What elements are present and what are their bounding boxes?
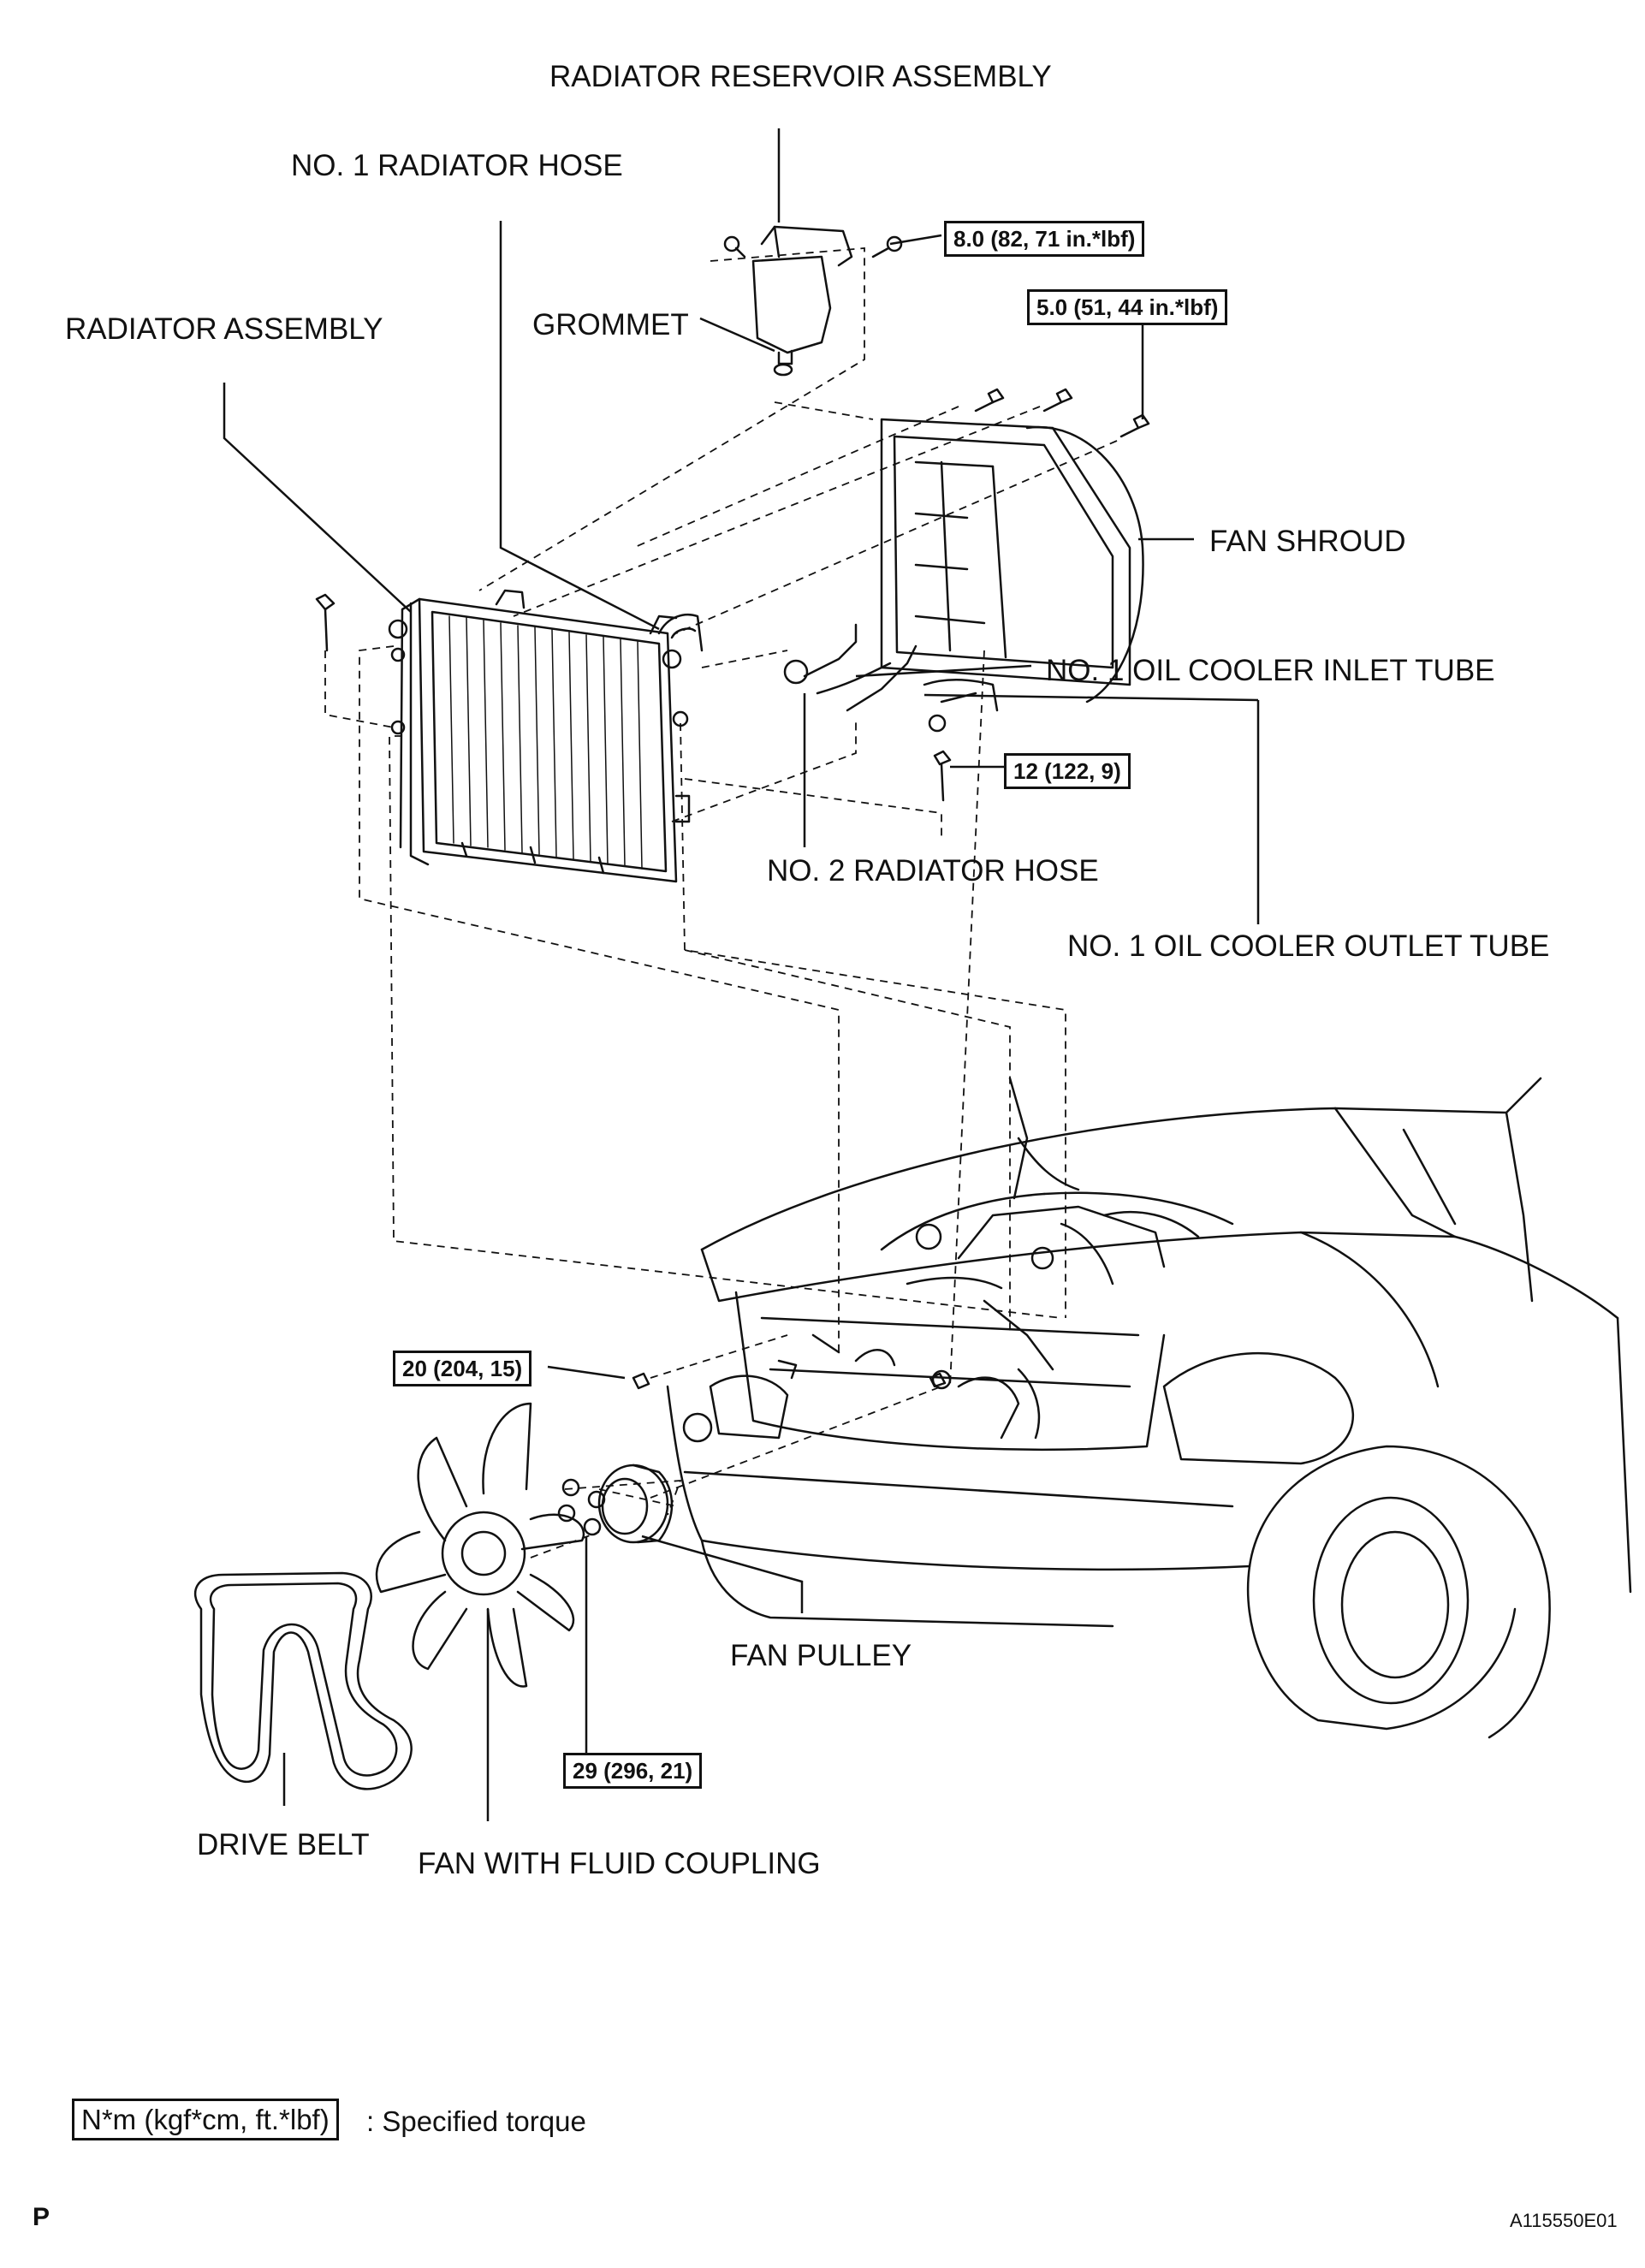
label-fan-pulley: FAN PULLEY xyxy=(730,1639,912,1672)
torque-radiator-bolt: 12 (122, 9) xyxy=(1004,753,1131,789)
corner-mark-left: P xyxy=(33,2203,50,2231)
fan-shroud-illustration xyxy=(880,418,1144,704)
fan-illustration xyxy=(375,1402,585,1688)
label-fan-with-fluid-coupling: FAN WITH FLUID COUPLING xyxy=(418,1847,821,1880)
label-no2-radiator-hose: NO. 2 RADIATOR HOSE xyxy=(767,854,1099,888)
radiator-assembly-illustration xyxy=(388,589,691,883)
fasteners-illustration xyxy=(315,388,1150,1536)
label-drive-belt: DRIVE BELT xyxy=(197,1828,370,1861)
torque-fan-nut: 29 (296, 21) xyxy=(563,1753,703,1789)
torque-reservoir-bolt: 8.0 (82, 71 in.*lbf) xyxy=(944,221,1145,257)
label-no1-oil-cooler-inlet-tube: NO. 1 OIL COOLER INLET TUBE xyxy=(1046,654,1495,687)
label-fan-shroud: FAN SHROUD xyxy=(1209,525,1406,558)
label-no1-oil-cooler-outlet-tube: NO. 1 OIL COOLER OUTLET TUBE xyxy=(1067,929,1550,963)
assembly-guide-lines xyxy=(324,247,1118,1559)
fan-pulley-illustration xyxy=(597,1464,674,1544)
figure-id: A115550E01 xyxy=(1510,2210,1618,2231)
label-grommet: GROMMET xyxy=(532,308,689,341)
drive-belt-illustration xyxy=(193,1571,413,1790)
legend-torque-unit: N*m (kgf*cm, ft.*lbf) xyxy=(72,2099,339,2140)
label-radiator-assembly: RADIATOR ASSEMBLY xyxy=(65,312,383,346)
leader-lines xyxy=(223,128,1260,1821)
legend-description: : Specified torque xyxy=(366,2105,586,2137)
radiator-hoses-illustration xyxy=(657,613,999,733)
radiator-reservoir-illustration xyxy=(723,225,903,377)
torque-bracket-nut: 20 (204, 15) xyxy=(393,1351,532,1386)
label-radiator-reservoir-assembly: RADIATOR RESERVOIR ASSEMBLY xyxy=(549,60,1052,93)
label-no1-radiator-hose: NO. 1 RADIATOR HOSE xyxy=(291,149,623,182)
torque-shroud-bolt: 5.0 (51, 44 in.*lbf) xyxy=(1027,289,1228,325)
